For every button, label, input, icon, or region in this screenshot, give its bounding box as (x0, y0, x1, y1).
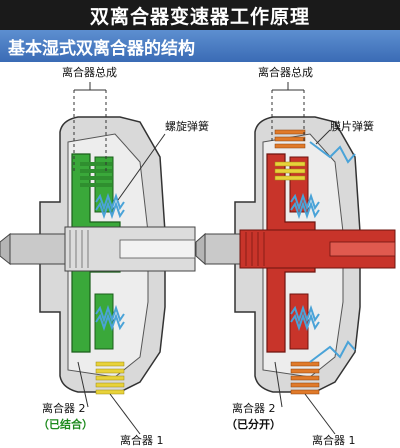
left-coil-spring-bottom (95, 304, 125, 332)
right-clutch-diagram: 离合器总成 膜片弹簧 离合器 2 （已分开） 离合器 1 (195, 65, 396, 447)
right-top-plates (274, 129, 306, 181)
right-assembly-bracket (271, 82, 305, 142)
right-clutch2-state: （已分开） (226, 417, 281, 431)
right-spring-leader (315, 129, 331, 145)
left-shaft (0, 226, 196, 272)
left-clutch1-label: 离合器 1 (120, 433, 164, 447)
page-title: 双离合器变速器工作原理 (0, 0, 400, 30)
right-coil-spring-top (290, 192, 320, 220)
left-spring-label: 螺旋弹簧 (165, 119, 209, 133)
left-top-label: 离合器总成 (62, 65, 117, 79)
left-clutch1-leader (109, 393, 141, 435)
left-clutch2-leader (77, 361, 89, 408)
left-coil-spring-top (95, 192, 125, 220)
left-spring-leader (117, 133, 166, 201)
left-clutch2-state: （已结合） (38, 417, 93, 431)
left-clutch-diagram: 离合器总成 螺旋弹簧 离合器 2 （已结合） 离合器 1 (0, 65, 209, 447)
right-clutch1-leader (304, 393, 336, 435)
clutch-diagram: 离合器总成 螺旋弹簧 离合器 2 （已结合） 离合器 1 (0, 65, 396, 447)
left-top-plates (80, 162, 112, 187)
right-coil-spring-bottom (290, 304, 320, 332)
left-clutch2-label: 离合器 2 (42, 401, 86, 415)
right-clutch2-leader (274, 361, 283, 408)
right-diaphragm-spring (309, 141, 356, 363)
left-assembly-bracket (73, 82, 107, 172)
right-top-label: 离合器总成 (258, 65, 313, 79)
page-subtitle: 基本湿式双离合器的结构 (0, 30, 400, 62)
right-clutch2-label: 离合器 2 (232, 401, 276, 415)
right-spring-label: 膜片弹簧 (330, 119, 374, 133)
left-bottom-plates (95, 361, 125, 395)
right-clutch1-label: 离合器 1 (312, 433, 356, 447)
right-shaft (195, 229, 396, 269)
